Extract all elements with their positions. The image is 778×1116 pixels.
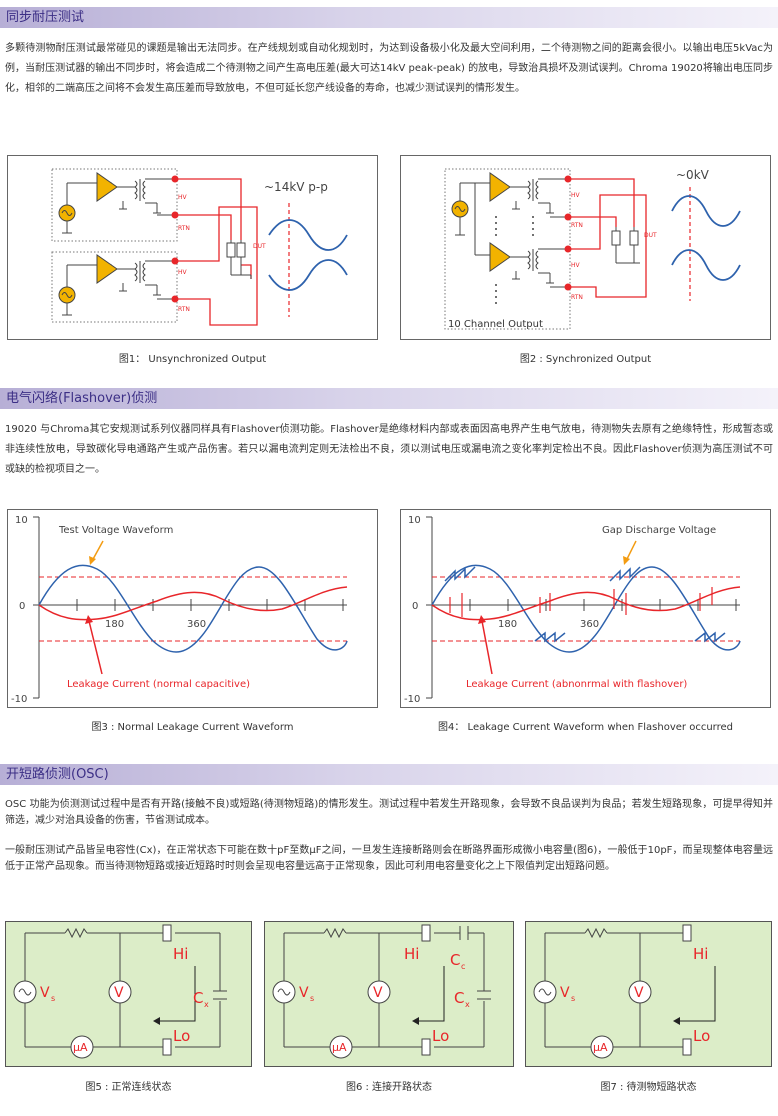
x-180-label: 180	[498, 619, 517, 630]
figure-osc-open: V s V μA Hi Lo C c C x	[264, 921, 514, 1067]
section-title: 开短路侦测(OSC)	[6, 767, 109, 782]
section-header-sync: 同步耐压测试	[0, 7, 778, 28]
paragraph: 19020 与Chroma其它安规测试系列仪器同样具有Flashover侦测功能…	[5, 424, 773, 475]
channel-1-circuit	[58, 172, 175, 234]
hi-label: Hi	[173, 945, 188, 963]
vs-label: V	[40, 985, 50, 1001]
rtn-label-2: RTN	[178, 306, 190, 313]
cc-label: C	[450, 951, 460, 969]
paragraph: 多颗待测物耐压测试最常碰见的课题是输出无法同步。在产线规划或自动化规划时，为达到…	[5, 43, 773, 94]
figure-caption: 图3 : Normal Leakage Current Waveform	[91, 722, 294, 733]
figure-unsynchronized: HV RTN HV RTN DUT ~14kV p-p	[7, 155, 378, 340]
v-label: V	[114, 985, 124, 1001]
rtn-label-1: RTN	[571, 222, 583, 229]
current-series-label: Leakage Current (normal capacitive)	[67, 679, 250, 690]
section-title: 电气闪络(Flashover)侦测	[6, 391, 158, 406]
paragraph: OSC 功能为侦测测试过程中是否有开路(接触不良)或短路(待测物短路)的情形发生…	[5, 799, 773, 826]
channel-2-circuit	[58, 254, 175, 316]
rtn-label-2: RTN	[571, 294, 583, 301]
hv-label-2: HV	[178, 269, 188, 276]
cc-subscript: c	[461, 962, 465, 971]
hi-label: Hi	[693, 945, 708, 963]
paragraph: 一般耐压测试产品皆呈电容性(Cx)，在正常状态下可能在数十pF至数μF之间，一旦…	[5, 845, 773, 872]
section-title: 同步耐压测试	[6, 10, 85, 25]
cx-label: C	[454, 989, 464, 1007]
x-180-label: 180	[105, 619, 124, 630]
ua-label: μA	[73, 1041, 88, 1054]
figure-caption: 图7 : 待测物短路状态	[600, 1082, 697, 1093]
voltage-label: ~14kV p-p	[264, 180, 328, 194]
cx-subscript: x	[204, 1000, 209, 1009]
cx-label: C	[193, 989, 203, 1007]
voltage-series-label: Gap Discharge Voltage	[602, 525, 716, 536]
rtn-label-1: RTN	[178, 225, 190, 232]
lo-label: Lo	[432, 1027, 449, 1045]
figure-caption: 图2 : Synchronized Output	[519, 354, 652, 365]
section-header-osc: 开短路侦测(OSC)	[0, 764, 778, 785]
current-series-label: Leakage Current (abnonrmal with flashove…	[466, 679, 687, 690]
section-header-flashover: 电气闪络(Flashover)侦测	[0, 388, 778, 409]
ua-label: μA	[332, 1041, 347, 1054]
hv-label-1: HV	[178, 194, 188, 201]
lo-label: Lo	[173, 1027, 190, 1045]
figure-caption: 图1： Unsynchronized Output	[118, 354, 267, 365]
figure-synchronized: HV RTN HV RTN DUT 10 Channel Output ~0kV	[400, 155, 771, 340]
x-360-label: 360	[187, 619, 206, 630]
figure-osc-short: V s V μA Hi Lo	[525, 921, 772, 1067]
dut-label: DUT	[644, 232, 657, 239]
dut-label: DUT	[253, 243, 266, 250]
figure-flashover-leakage: 10 0 -10 180 360 Gap Discharge Voltage L…	[400, 509, 771, 708]
v-label: V	[634, 985, 644, 1001]
channel-label: 10 Channel Output	[448, 319, 543, 330]
cx-subscript: x	[465, 1000, 470, 1009]
vs-subscript: s	[571, 994, 575, 1003]
hv-label-1: HV	[571, 192, 581, 199]
y-zero-label: 0	[412, 601, 418, 612]
vs-subscript: s	[310, 994, 314, 1003]
hv-label-2: HV	[571, 262, 581, 269]
x-360-label: 360	[580, 619, 599, 630]
figure-caption: 图6 : 连接开路状态	[345, 1082, 433, 1093]
y-min-label: -10	[11, 694, 27, 705]
figure-normal-leakage: 10 0 -10 180 360 Test Voltage Waveform L…	[7, 509, 378, 708]
figure-caption: 图4： Leakage Current Waveform when Flasho…	[438, 722, 733, 733]
figure-caption: 图5 : 正常连线状态	[85, 1082, 172, 1093]
y-min-label: -10	[404, 694, 420, 705]
y-zero-label: 0	[19, 601, 25, 612]
vs-subscript: s	[51, 994, 55, 1003]
lo-label: Lo	[693, 1027, 710, 1045]
vs-label: V	[560, 985, 570, 1001]
figure-osc-normal: V s V μA Hi Lo C x	[5, 921, 252, 1067]
hi-label: Hi	[404, 945, 419, 963]
y-max-label: 10	[15, 515, 28, 526]
v-label: V	[373, 985, 383, 1001]
voltage-series-label: Test Voltage Waveform	[58, 525, 173, 536]
voltage-label: ~0kV	[676, 168, 710, 182]
vs-label: V	[299, 985, 309, 1001]
ua-label: μA	[593, 1041, 608, 1054]
y-max-label: 10	[408, 515, 421, 526]
